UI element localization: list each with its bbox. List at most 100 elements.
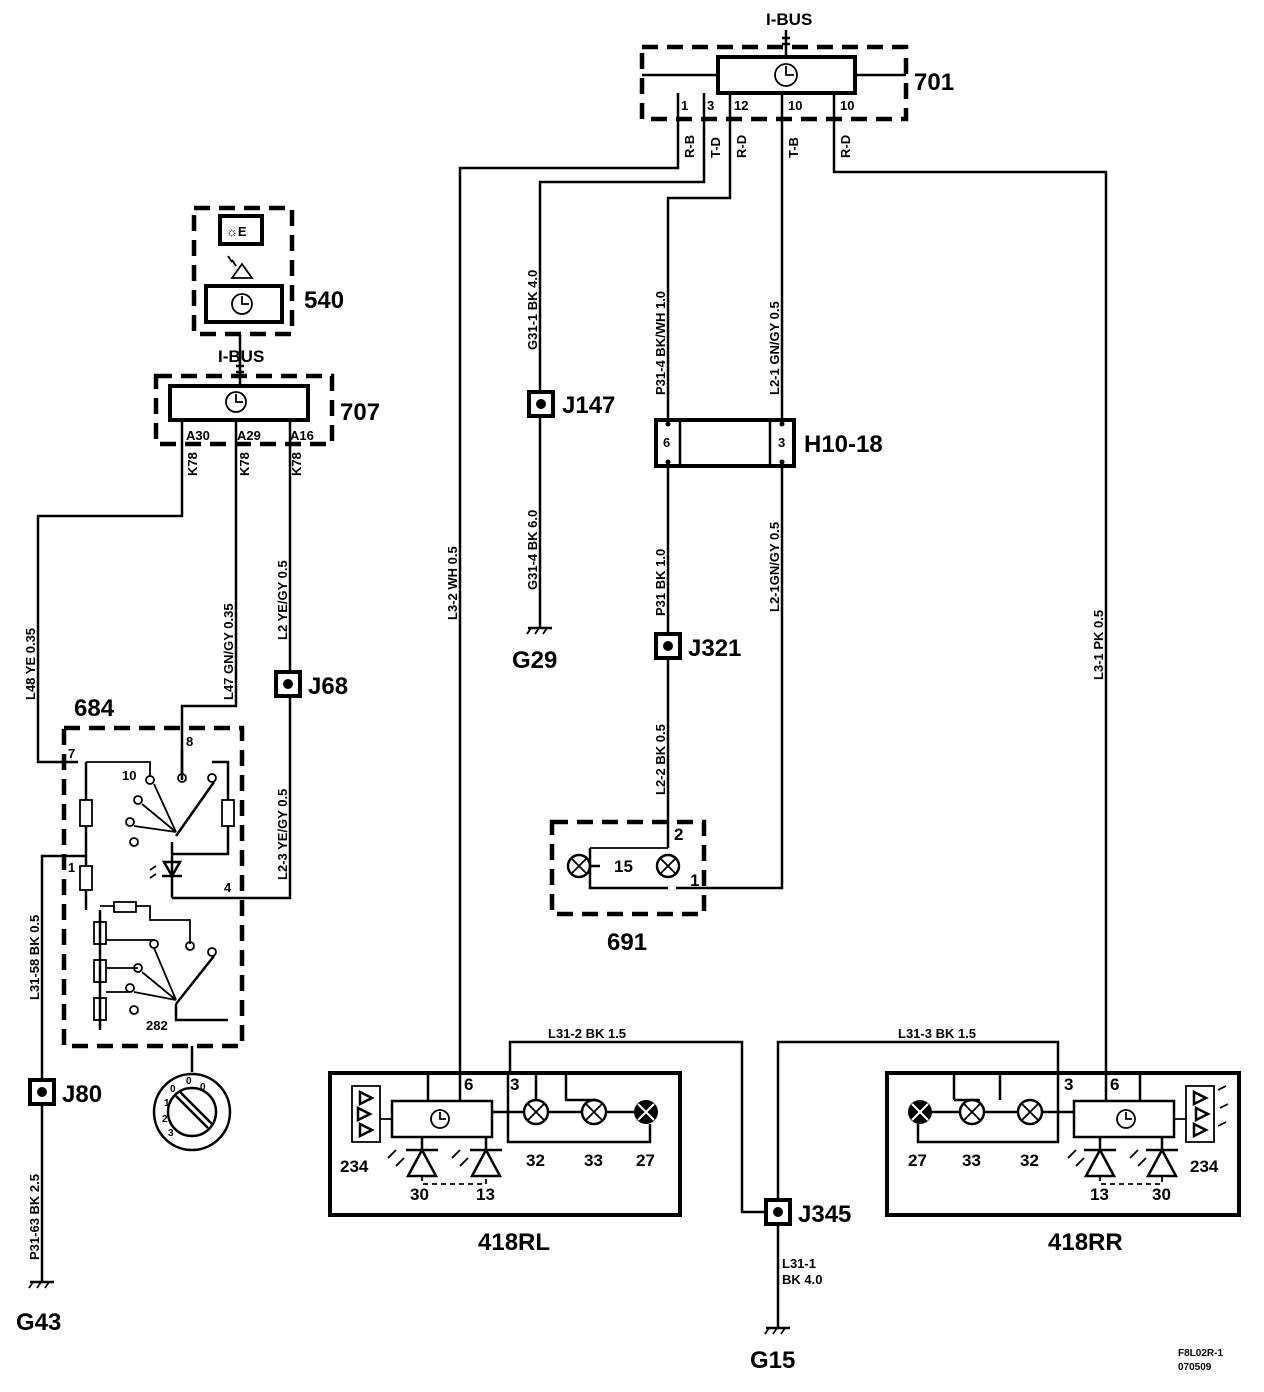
svg-text:6: 6 <box>464 1075 473 1094</box>
wire-l47: L47 GN/GY 0.35 <box>221 603 236 700</box>
connector-h10-18: 6 3 H10-18 <box>654 418 883 468</box>
wire-l31-1-spec: BK 4.0 <box>782 1272 822 1287</box>
svg-text:J68: J68 <box>308 673 348 700</box>
wire-l31-2: L31-2 BK 1.5 <box>548 1026 626 1041</box>
svg-text:3: 3 <box>510 1075 519 1094</box>
lamp-unit-418rr: 3 6 27 33 32 13 30 234 418RR <box>885 1071 1241 1256</box>
svg-text:33: 33 <box>962 1151 981 1170</box>
svg-text:27: 27 <box>908 1151 927 1170</box>
drawing-code: F8L02R-1 <box>1178 1348 1223 1359</box>
svg-text:G15: G15 <box>750 1347 795 1374</box>
wire-l2: L2 YE/GY 0.5 <box>275 560 290 640</box>
svg-text:13: 13 <box>476 1185 495 1204</box>
svg-text:A16: A16 <box>290 428 314 443</box>
color-701-10b: R-D <box>838 135 853 158</box>
svg-text:3: 3 <box>1064 1075 1073 1094</box>
svg-text:0: 0 <box>200 1082 206 1093</box>
wire-l2-3: L2-3 YE/GY 0.5 <box>275 789 290 880</box>
svg-text:2: 2 <box>674 825 683 844</box>
svg-text:15: 15 <box>614 857 633 876</box>
wire-l3-1: L3-1 PK 0.5 <box>1091 610 1106 680</box>
svg-text:27: 27 <box>636 1151 655 1170</box>
color-701-10a: T-B <box>786 137 801 158</box>
label-540: 540 <box>304 287 344 314</box>
svg-text:0: 0 <box>170 1084 176 1095</box>
label-418rl: 418RL <box>478 1229 550 1256</box>
ibus-label-701: I-BUS <box>766 10 812 29</box>
svg-text:7: 7 <box>68 746 75 761</box>
svg-text:1: 1 <box>68 860 75 875</box>
wire-p31-63: P31-63 BK 2.5 <box>27 1174 42 1260</box>
svg-text:4: 4 <box>224 880 232 895</box>
wire-l2-1b: L2-1GN/GY 0.5 <box>767 522 782 612</box>
svg-text:3: 3 <box>778 435 785 450</box>
module-707: 707 A30 A29 A16 K78 K78 K78 <box>153 373 380 476</box>
lamp-unit-418rl: 6 3 234 30 13 32 33 27 418RL <box>328 1071 682 1256</box>
wire-l48: L48 YE 0.35 <box>23 628 38 700</box>
ground-g29: G29 <box>512 626 557 674</box>
junction-j147: J147 <box>527 390 615 419</box>
svg-text:30: 30 <box>1152 1185 1171 1204</box>
svg-text:G29: G29 <box>512 647 557 674</box>
svg-text:234: 234 <box>340 1157 369 1176</box>
wire-l31-1: L31-1 <box>782 1256 816 1271</box>
pin-701-12: 12 <box>734 98 748 113</box>
svg-text:32: 32 <box>526 1151 545 1170</box>
wire-l2-2: L2-2 BK 0.5 <box>653 724 668 795</box>
svg-text:234: 234 <box>1190 1157 1219 1176</box>
svg-text:3: 3 <box>168 1128 174 1139</box>
wire-l31-58: L31-58 BK 0.5 <box>27 915 42 1000</box>
component-691: 15 2 1 691 <box>549 819 707 956</box>
svg-text:J345: J345 <box>798 1201 851 1228</box>
svg-text:A29: A29 <box>237 428 261 443</box>
module-540: ☼E 540 I-BUS <box>191 205 344 386</box>
svg-text:282: 282 <box>146 1018 168 1033</box>
label-h10-18: H10-18 <box>804 431 883 458</box>
pin-701-3: 3 <box>707 98 714 113</box>
wire-p31-4: P31-4 BK/WH 1.0 <box>653 291 668 395</box>
junction-j80: J80 <box>28 1078 102 1108</box>
color-701-3: T-D <box>708 137 723 158</box>
svg-text:33: 33 <box>584 1151 603 1170</box>
svg-text:K78: K78 <box>237 452 252 476</box>
ground-g43: G43 <box>16 1280 61 1336</box>
svg-text:10: 10 <box>122 768 136 783</box>
junction-j321: J321 <box>654 632 741 662</box>
pin-701-1: 1 <box>681 98 688 113</box>
svg-text:32: 32 <box>1020 1151 1039 1170</box>
junction-j345: J345 <box>764 1198 851 1228</box>
svg-text:6: 6 <box>1110 1075 1119 1094</box>
svg-text:K78: K78 <box>289 452 304 476</box>
label-418rr: 418RR <box>1048 1229 1123 1256</box>
svg-text:1: 1 <box>690 871 699 890</box>
junction-j68: J68 <box>274 670 348 700</box>
color-701-12: R-D <box>734 135 749 158</box>
module-701: I-BUS 701 1 3 12 10 10 R-B T-D R-D T-B R… <box>639 10 954 158</box>
wire-g31-1: G31-1 BK 4.0 <box>525 270 540 350</box>
wires-701 <box>458 119 1108 1073</box>
svg-text:A30: A30 <box>186 428 210 443</box>
svg-text:2: 2 <box>162 1114 168 1125</box>
wire-l3-2: L3-2 WH 0.5 <box>445 546 460 620</box>
svg-text:1: 1 <box>164 1098 170 1109</box>
pin-701-10a: 10 <box>788 98 802 113</box>
svg-text:6: 6 <box>663 435 670 450</box>
svg-text:J321: J321 <box>688 635 741 662</box>
svg-text:G43: G43 <box>16 1309 61 1336</box>
svg-text:8: 8 <box>186 734 193 749</box>
ground-g15: G15 <box>750 1326 795 1374</box>
wire-g31-4: G31-4 BK 6.0 <box>525 510 540 590</box>
label-707: 707 <box>340 399 380 426</box>
wire-l31-3: L31-3 BK 1.5 <box>898 1026 976 1041</box>
svg-text:J80: J80 <box>62 1081 102 1108</box>
wire-l2-1: L2-1 GN/GY 0.5 <box>767 301 782 395</box>
svg-text:0: 0 <box>186 1076 192 1087</box>
label-684: 684 <box>74 695 115 722</box>
switch-684: 684 7 8 10 1 4 <box>61 695 245 1049</box>
svg-text:K78: K78 <box>185 452 200 476</box>
svg-text:30: 30 <box>410 1185 429 1204</box>
label-701: 701 <box>914 69 954 96</box>
pin-701-10b: 10 <box>840 98 854 113</box>
wire-p31: P31 BK 1.0 <box>653 549 668 616</box>
